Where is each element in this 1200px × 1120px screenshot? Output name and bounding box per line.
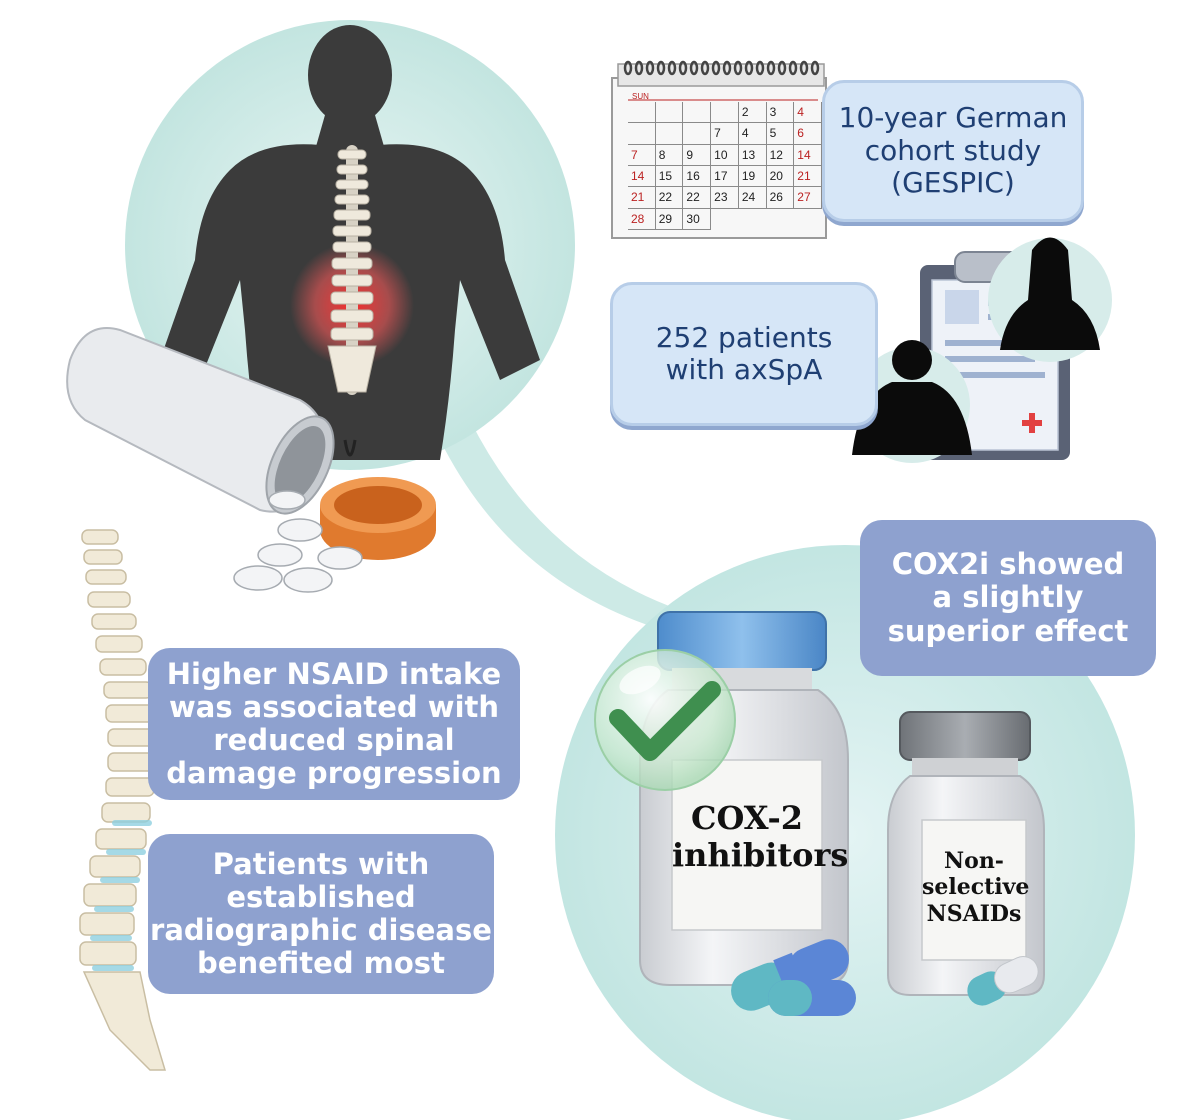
patients-info-box: 252 patients with axSpA [610,282,878,426]
calendar-day: 12 [766,144,795,166]
calendar-day: 6 [794,123,822,145]
study-info-text: 10-year German cohort study (GESPIC) [838,101,1068,200]
calendar-icon [611,60,827,239]
calendar-day [711,102,739,124]
calendar-day [683,102,712,124]
pill-bottle-icon [66,327,436,593]
calendar-day: 17 [711,166,739,188]
calendar-day: 29 [655,208,684,230]
calendar-day: 10 [711,144,739,166]
calendar-day: 19 [738,166,767,188]
calendar-day: 7 [711,123,739,145]
calendar-day [655,102,684,124]
calendar-ring [634,60,644,76]
calendar-day: 13 [738,144,767,166]
woman-silhouette-icon [988,237,1112,362]
calendar-ring [623,60,633,76]
man-silhouette-icon [852,340,972,463]
calendar-ring [689,60,699,76]
calendar-day: 23 [711,187,739,209]
calendar-day: 14 [628,166,656,188]
cox2-bottle-label: COX-2 inhibitors [672,799,849,874]
calendar-ring [678,60,688,76]
capsule-icon [731,939,1039,1016]
calendar-day: 7 [628,144,656,166]
calendar-day: 21 [794,166,822,188]
calendar-day: 22 [683,187,712,209]
calendar-ring [799,60,809,76]
spine-icon [79,529,167,1071]
calendar-day: 4 [794,102,822,124]
calendar-day: 2 [738,102,767,124]
calendar-ring [755,60,765,76]
nsaid-intake-box: Higher NSAID intake was associated with … [148,648,520,800]
cox2-effect-box: COX2i showed a slightly superior effect [860,520,1156,676]
calendar-day: 15 [655,166,684,188]
calendar-day: 20 [766,166,795,188]
calendar-day [628,123,656,145]
calendar-day: 28 [628,208,656,230]
calendar-ring [722,60,732,76]
spine-on-back [327,145,377,395]
checkmark-icon [594,649,736,791]
calendar-ring [656,60,666,76]
calendar-day: 8 [655,144,684,166]
nsaid-intake-text: Higher NSAID intake was associated with … [166,656,502,791]
established-disease-text: Patients with established radiographic d… [150,846,492,981]
calendar-day: 4 [738,123,767,145]
calendar-ring [733,60,743,76]
calendar-day [683,123,712,145]
calendar-day: 21 [628,187,656,209]
calendar-day: 27 [794,187,822,209]
calendar-ring [766,60,776,76]
patients-info-text: 252 patients with axSpA [655,320,833,386]
calendar-day: 30 [683,208,712,230]
calendar-ring [810,60,820,76]
calendar-day: 9 [683,144,712,166]
calendar-ring [777,60,787,76]
calendar-ring [700,60,710,76]
nonselective-bottle-label: Non- selective NSAIDs [922,848,1030,927]
calendar-day: 22 [655,187,684,209]
cox2-effect-text: COX2i showed a slightly superior effect [887,547,1129,648]
study-info-box: 10-year German cohort study (GESPIC) [822,80,1084,222]
calendar-day [655,123,684,145]
calendar-day: 16 [683,166,712,188]
calendar-day: 26 [766,187,795,209]
calendar-day: 24 [738,187,767,209]
calendar-day [628,102,656,124]
calendar-ring [788,60,798,76]
calendar-ring [645,60,655,76]
calendar-day: 14 [794,144,822,166]
calendar-day: 5 [766,123,795,145]
connector-band [440,420,700,640]
calendar-ring [711,60,721,76]
established-disease-box: Patients with established radiographic d… [148,834,494,994]
calendar-day: 3 [766,102,795,124]
calendar-month-label: SUN [632,92,649,101]
calendar-ring [667,60,677,76]
nonselective-bottle-icon [887,711,1045,996]
calendar-ring [744,60,754,76]
